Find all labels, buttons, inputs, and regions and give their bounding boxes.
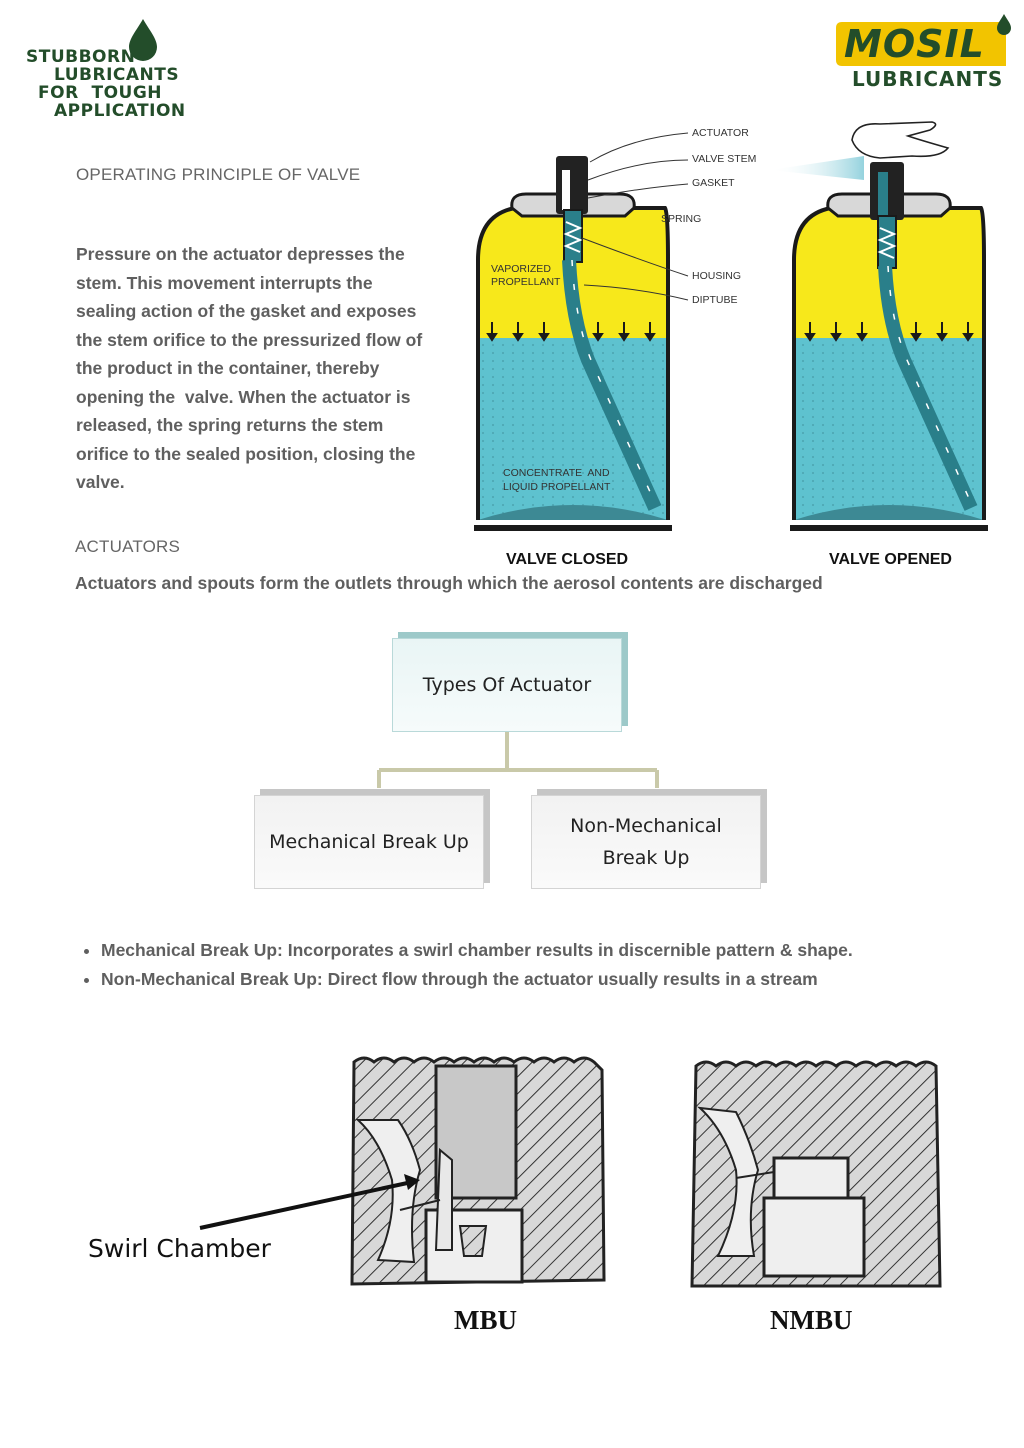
actuators-section-title: ACTUATORS <box>75 537 180 557</box>
valve-paragraph-line: stem. This movement interrupts the <box>76 269 476 298</box>
chart-node-non-mechanical-line-1: Non-Mechanical <box>570 810 722 842</box>
valve-paragraph-line: valve. <box>76 468 476 497</box>
valve-paragraph-line: the product in the container, thereby <box>76 354 476 383</box>
oil-drop-icon <box>997 14 1011 35</box>
valve-paragraph-line: released, the spring returns the stem <box>76 411 476 440</box>
label-actuator: ACTUATOR <box>692 127 749 139</box>
mosil-logo: MOSIL LUBRICANTS <box>834 12 1014 94</box>
caption-mbu: MBU <box>454 1305 517 1336</box>
valve-paragraph-line: sealing action of the gasket and exposes <box>76 297 476 326</box>
caption-valve-closed: VALVE CLOSED <box>506 551 628 569</box>
label-valve-stem: VALVE STEM <box>692 153 756 165</box>
brand-sub: LUBRICANTS <box>852 67 1003 91</box>
label-liquid-1: CONCENTRATE AND <box>503 467 610 479</box>
label-gasket: GASKET <box>692 177 735 189</box>
tagline-line-2: LUBRICANTS <box>54 66 179 84</box>
label-liquid-2: LIQUID PROPELLANT <box>503 481 610 493</box>
chart-node-non-mechanical-line-2: Break Up <box>603 842 690 874</box>
chart-connectors <box>370 730 670 790</box>
swirl-chamber-label: Swirl Chamber <box>88 1234 271 1263</box>
opened-can <box>770 122 988 528</box>
bullet-item: Mechanical Break Up: Incorporates a swir… <box>101 936 995 965</box>
nmbu-diagram <box>684 1050 954 1300</box>
valve-paragraph-line: Pressure on the actuator depresses the <box>76 240 476 269</box>
break-up-bullets: Mechanical Break Up: Incorporates a swir… <box>75 936 995 993</box>
label-diptube: DIPTUBE <box>692 294 738 306</box>
swirl-chamber-arrow <box>190 1170 430 1240</box>
tagline-line-1: STUBBORN <box>26 48 135 66</box>
chart-node-non-mechanical: Non-Mechanical Break Up <box>531 795 761 889</box>
caption-valve-opened: VALVE OPENED <box>829 551 952 569</box>
caption-nmbu: NMBU <box>770 1305 853 1336</box>
valve-paragraph-line: opening the valve. When the actuator is <box>76 383 476 412</box>
tagline-logo: STUBBORN LUBRICANTS FOR TOUGH APPLICATIO… <box>26 45 186 125</box>
valve-paragraph-line: orifice to the sealed position, closing … <box>76 440 476 469</box>
oil-drop-icon <box>126 17 160 63</box>
tagline-line-3: FOR TOUGH <box>38 84 162 102</box>
valve-section-title: OPERATING PRINCIPLE OF VALVE <box>76 165 360 185</box>
brand-name: MOSIL <box>844 22 985 66</box>
actuators-intro: Actuators and spouts form the outlets th… <box>75 573 823 594</box>
label-spring: SPRING <box>661 213 701 225</box>
label-housing: HOUSING <box>692 270 741 282</box>
tagline-line-4: APPLICATION <box>54 102 186 120</box>
chart-node-types-of-actuator: Types Of Actuator <box>392 638 622 732</box>
chart-node-mechanical: Mechanical Break Up <box>254 795 484 889</box>
valve-paragraph: Pressure on the actuator depresses the s… <box>76 240 476 497</box>
bullet-item: Non-Mechanical Break Up: Direct flow thr… <box>101 965 995 994</box>
label-vapor-1: VAPORIZED <box>491 263 551 275</box>
label-vapor-2: PROPELLANT <box>491 276 560 288</box>
valve-paragraph-line: the stem orifice to the pressurized flow… <box>76 326 476 355</box>
